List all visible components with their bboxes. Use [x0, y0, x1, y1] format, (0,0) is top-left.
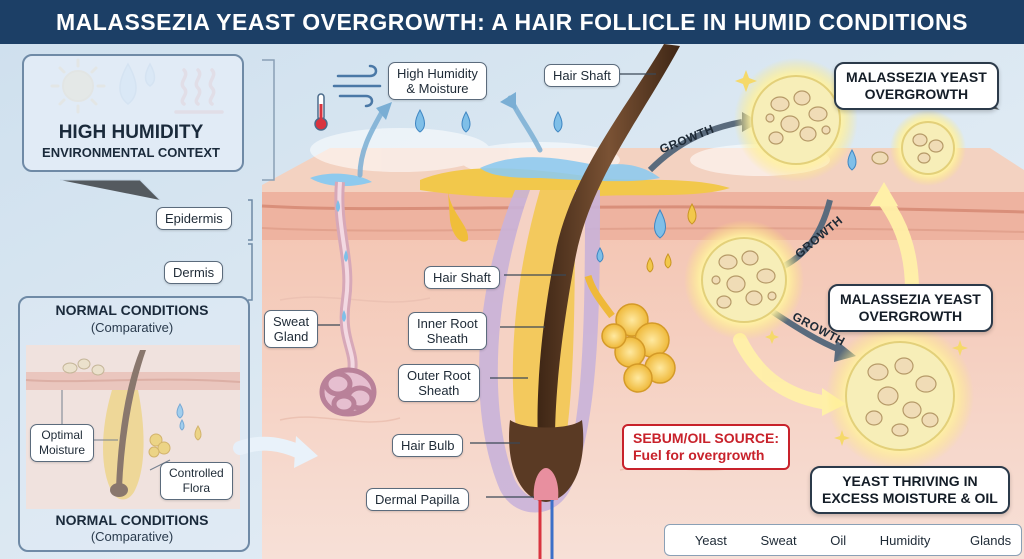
oil-drops	[646, 202, 697, 273]
hair-shaft-label: Hair Shaft	[424, 266, 500, 289]
normal-conditions-footer-title: NORMAL CONDITIONS	[55, 512, 209, 528]
yeast-thriving-callout: YEAST THRIVING IN EXCESS MOISTURE & OIL	[810, 466, 1010, 514]
dermal-papilla-label: Dermal Papilla	[366, 488, 469, 511]
legend-sweat: Sweat	[747, 533, 797, 548]
thermometer-icon	[314, 93, 328, 131]
sweat-gland-label: Sweat Gland	[264, 310, 319, 348]
legend-yeast-label: Yeast	[694, 532, 727, 548]
sweat-gland-coil	[319, 367, 377, 417]
dermis-label: Dermis	[164, 261, 224, 284]
yeast-colony-mid	[684, 220, 804, 340]
environment-panel-subtitle: ENVIRONMENTAL CONTEXT	[42, 145, 220, 160]
legend: Yeast Sweat Oil Humidity Glands	[664, 524, 1022, 556]
sebum-source-callout: SEBUM/OIL SOURCE: Fuel for overgrowth	[622, 424, 790, 470]
legend-humidity: Humidity	[866, 533, 931, 548]
legend-oil: Oil	[816, 533, 846, 548]
legend-yeast: Yeast	[675, 533, 727, 548]
optimal-moisture-label: Optimal Moisture	[30, 424, 95, 462]
legend-humidity-label: Humidity	[879, 532, 931, 548]
hair-shaft-top-label: Hair Shaft	[544, 64, 620, 87]
page-title: MALASSEZIA YEAST OVERGROWTH: A HAIR FOLL…	[0, 0, 1024, 44]
outer-root-sheath-label: Outer Root Sheath	[398, 364, 480, 402]
normal-conditions-subtitle: (Comparative)	[90, 320, 174, 335]
wind-icon	[332, 64, 382, 108]
sebaceous-gland	[601, 303, 676, 393]
normal-conditions-title: NORMAL CONDITIONS	[55, 302, 209, 318]
controlled-flora-label: Controlled Flora	[160, 462, 233, 500]
legend-sweat-label: Sweat	[760, 532, 797, 548]
legend-oil-label: Oil	[830, 532, 847, 548]
yeast-colony-large	[826, 322, 974, 470]
yeast-colony-small	[871, 110, 966, 186]
humidity-moisture-label: High Humidity & Moisture	[388, 62, 487, 100]
legend-glands-label: Glands	[969, 532, 1012, 548]
overgrowth-callout-mid: MALASSEZIA YEAST OVERGROWTH	[828, 284, 993, 332]
environment-panel	[22, 54, 244, 172]
epidermis-label: Epidermis	[156, 207, 232, 230]
overgrowth-callout-top: MALASSEZIA YEAST OVERGROWTH	[834, 62, 999, 110]
legend-glands: Glands	[950, 533, 1011, 548]
yeast-colony-top	[734, 58, 858, 182]
inner-root-sheath-label: Inner Root Sheath	[408, 312, 487, 350]
humidity-drops	[415, 108, 857, 263]
environment-panel-title: HIGH HUMIDITY	[58, 122, 204, 143]
normal-conditions-footer-subtitle: (Comparative)	[90, 529, 174, 544]
hair-bulb-label: Hair Bulb	[392, 434, 464, 457]
